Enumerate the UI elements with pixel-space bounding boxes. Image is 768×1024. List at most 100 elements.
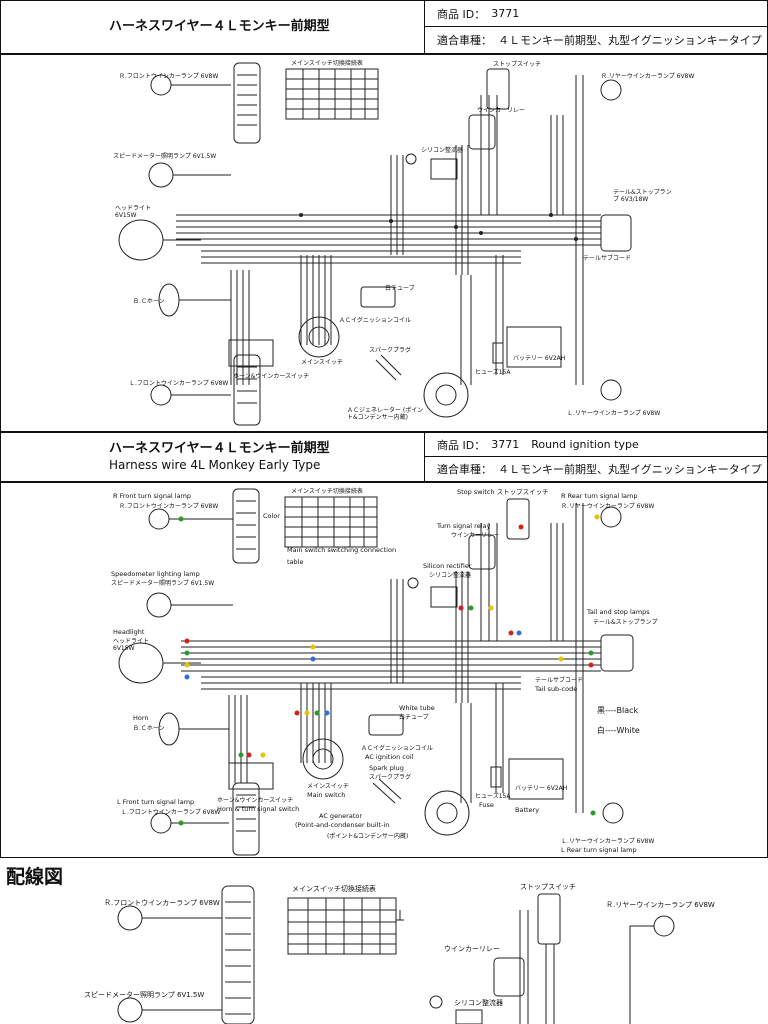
ac-ignition-coil [360,286,396,308]
turn-signal-relay [468,114,496,150]
label-headlight: ヘッドライト 6V15W [115,205,152,219]
label-horn-jp: Ｂ.Ｃホーン [133,725,165,732]
p3-r-front-turn: Ｒ.フロントウインカーランプ 6V8W [104,899,220,907]
label-stop-switch-2: Stop switch ストップスイッチ [457,488,549,496]
handlebar-grip-partial [221,885,255,1024]
label-switch-table: メインスイッチ切換接続表 [291,60,363,67]
label-ign-coil-jp: ＡＣイグニッションコイル [361,745,433,752]
header-jp: ハーネスワイヤー４Ｌモンキー前期型 商品 ID： 3771 適合車種： ４Ｌモン… [0,0,768,54]
fit-value: ４Ｌモンキー前期型、丸型イグニッションキータイプ [498,34,762,47]
product-id-row: 商品 ID： 3771 [425,1,767,27]
p3-speedo-lamp: スピードメーター照明ランプ 6V1.5W [84,991,205,999]
label-switch-conn-2: table [287,558,304,566]
speedometer-lamp-partial [117,997,143,1023]
label-ign-coil: ＡＣイグニッションコイル [339,317,411,324]
fit-value-2: ４Ｌモンキー前期型、丸型イグニッションキータイプ [498,463,762,476]
main-switch [298,316,340,358]
product-id-row-2: 商品 ID： 3771 Round ignition type [425,433,767,457]
header-info: 商品 ID： 3771 適合車種： ４Ｌモンキー前期型、丸型イグニッションキータ… [424,1,767,53]
silicon-rectifier [430,158,458,180]
speedometer-lamp [148,162,174,188]
battery [506,326,562,368]
product-id-value: 3771 [491,7,520,20]
label-headlight-en: Headlight [113,628,145,636]
label-turn-relay-jp: ウインカーリレー [451,532,500,539]
label-ac-gen-en: AC generator [319,812,363,820]
label-main-switch-en: Main switch [307,791,346,799]
wiring-diagram-partial: Ｒ.フロントウインカーランプ 6V8W メインスイッチ切換接続表 ストップスイッ… [0,880,768,1024]
handlebar-grip-top-en [232,488,260,564]
label-main-switch: メインスイッチ [301,359,343,366]
label-horn-sw-jp: ホーン&ウインカースイッチ [217,797,294,804]
wiring-diagram-jp: Ｒ.フロントウインカーランプ 6V8W メインスイッチ切換接続表 ストップスイッ… [0,54,768,432]
l-rear-turn-lamp [600,379,622,401]
p3-stop-switch: ストップスイッチ [520,883,576,891]
label-fuse-jp: ヒューズ15A [475,793,511,800]
label-r-rear-turn: Ｒ.リヤーウインカーランプ 6V8W [601,73,695,80]
p3-switch-table: メインスイッチ切換接続表 [292,885,376,893]
tail-stop-lamp-en [600,634,634,672]
handlebar-grip-bottom-en [232,782,260,856]
label-speedo-en: Speedometer lighting lamp [111,570,200,578]
p3-silicon-rect: シリコン整流器 [454,999,503,1007]
label-l-front-en: L Front turn signal lamp [117,798,195,806]
r-front-turn-lamp-partial [117,905,143,931]
horn-turn-switch-en [228,762,274,790]
label-silicon-rect: シリコン整流器 [421,147,464,154]
speedometer-lamp-en [146,592,172,618]
label-ign-coil-en: AC ignition coil [365,753,414,761]
wiring-diagram-en-art [118,488,634,856]
label-fuse-en: Fuse [479,801,494,809]
main-switch-en [302,738,344,780]
label-horn-sw-en: Horn & turn signal switch [217,805,300,813]
label-r-front-jp: Ｒ.フロントウインカーランプ 6V8W [119,503,219,510]
label-horn-en: Horn [133,714,149,722]
wiring-diagram-partial-art [117,885,675,1024]
stop-switch [486,68,510,110]
section-heading: 配線図 [6,866,64,888]
l-front-turn-lamp [150,384,172,406]
product-id-value-2: 3771 [491,438,520,451]
label-tail-sub-jp: テールサブコード [535,677,584,684]
label-spark-jp: スパークプラグ [369,774,412,781]
label-switch-table-2: メインスイッチ切換接続表 [291,488,363,495]
product-id-extra: Round ignition type [531,438,639,451]
p3-turn-relay: ウインカーリレー [444,945,500,953]
fit-label: 適合車種： [437,34,492,47]
wiring-diagram-en: R Front turn signal lamp Ｒ.フロントウインカーランプ … [0,482,768,858]
p3-r-rear-turn: Ｒ.リヤーウインカーランプ 6V8W [606,901,715,909]
product-id-label: 商品 ID： [437,7,486,21]
label-l-front-turn: Ｌ.フロントウインカーランプ 6V8W [129,380,229,387]
legend-black: 黒----Black [597,706,639,715]
label-l-rear-turn: Ｌ.リヤーウインカーランプ 6V8W [567,410,661,417]
label-r-rear-jp: Ｒ.リヤーウインカーランプ 6V8W [561,503,655,510]
switch-table-box [285,68,379,120]
label-battery-jp: バッテリー 6V2AH [515,785,568,792]
legend-white: 白----White [597,726,640,735]
switch-table-box-en [284,496,378,548]
label-fuse: ヒューズ15A [475,369,511,376]
label-turn-relay: ウインカーリレー [477,107,526,114]
label-spark-en: Spark plug [369,764,404,772]
label-ac-gen-en2: (Point-and-condenser built-in [295,821,390,829]
stop-switch-partial [537,893,561,945]
label-ac-gen-jp: (ポイント&コンデンサー内蔵) [327,833,409,840]
turn-signal-relay-en [468,534,496,570]
label-white-tube-en: White tube [399,704,435,712]
label-r-rear-en: R Rear turn signal lamp [561,492,638,500]
label-silicon-jp: シリコン整流器 [429,572,472,579]
handlebar-grip-bottom [233,354,261,426]
wiring-diagram-jp-art [118,62,632,426]
spark-plug-en [372,778,402,804]
label-silicon-en: Silicon rectifier [423,562,472,570]
label-battery: バッテリー 6V2AH [513,355,566,362]
r-rear-turn-lamp [600,79,622,101]
turn-signal-relay-partial [493,957,525,997]
l-rear-turn-lamp-en [602,802,624,824]
r-front-turn-lamp-en [148,508,170,530]
l-front-turn-lamp-en [150,812,172,834]
ac-generator-en [424,790,470,836]
label-r-front-turn: Ｒ.フロントウインカーランプ 6V8W [119,73,219,80]
label-headlight-jp: ヘッドライト 6V15W [113,638,150,652]
label-tail-stop-jp: テール&ストップランプ [593,619,658,626]
